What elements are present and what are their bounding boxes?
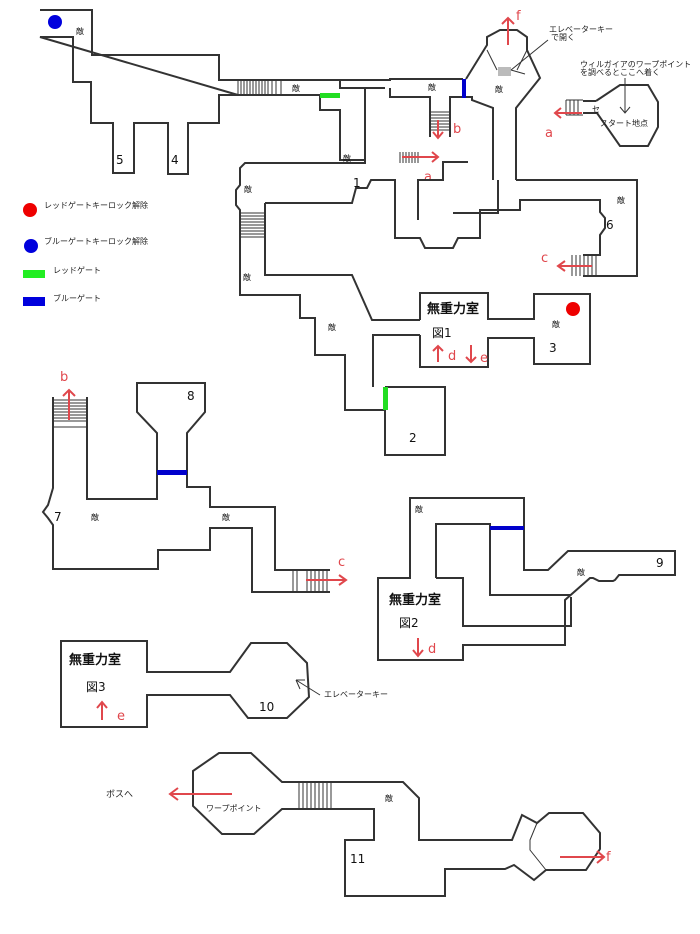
- elevator-lock: [498, 67, 511, 76]
- red-gate: [320, 93, 340, 98]
- connector-b-up: [62, 388, 76, 420]
- enemy-label: 敵: [244, 184, 252, 194]
- room-number-11: 11: [350, 852, 365, 866]
- room-number-7: 7: [54, 510, 62, 524]
- legend-label-blue-gate: ブルーゲート: [53, 293, 101, 303]
- section-room-10: [60, 640, 311, 728]
- start-point-label: スタート地点: [600, 118, 648, 128]
- connector-label-b: b: [453, 122, 461, 137]
- enemy-label: 敵: [91, 512, 99, 522]
- blue-key-marker: [48, 15, 62, 29]
- room-number-5: 5: [116, 153, 124, 167]
- connector-e-up: [96, 700, 108, 720]
- enemy-label: 敵: [577, 567, 585, 577]
- connector-label-a: a: [545, 126, 553, 141]
- room-number-8: 8: [187, 389, 195, 403]
- room-number-1: 1: [353, 176, 361, 190]
- enemy-label: 敵: [385, 793, 393, 803]
- room-number-3: 3: [549, 341, 557, 355]
- to-boss-label: ボスへ: [106, 789, 133, 800]
- enemy-label: 敵: [415, 504, 423, 514]
- warp-point-label: ワープポイント: [206, 804, 262, 813]
- connector-b-down: [432, 120, 444, 140]
- warp-note-line1: ウィルガイアのワープポイント: [580, 59, 691, 69]
- connector-label-a: a: [424, 170, 432, 185]
- enemy-label: 敵: [428, 82, 436, 92]
- red-key-marker: [566, 302, 580, 316]
- connector-d-up: [432, 344, 444, 362]
- room-number-2: 2: [409, 431, 417, 445]
- legend-blue-circle-icon: [24, 239, 38, 253]
- connector-a-right: [399, 151, 440, 163]
- start-room: [565, 84, 659, 147]
- save-point-label: セ: [592, 105, 600, 114]
- room-number-6: 6: [606, 218, 614, 232]
- connector-label-b: b: [60, 370, 68, 385]
- room-number-9: 9: [656, 556, 664, 570]
- enemy-label: 敵: [328, 322, 336, 332]
- zero-g-room-title-3: 無重力室: [69, 652, 121, 668]
- legend-label-red-key: レッドゲートキーロック解除: [44, 200, 148, 210]
- enemy-label: 敵: [243, 272, 251, 282]
- enemy-label: 敵: [222, 512, 230, 522]
- legend-label-blue-key: ブルーゲートキーロック解除: [44, 236, 148, 246]
- connector-c-right: [306, 574, 348, 586]
- connector-label-f: f: [606, 850, 611, 865]
- legend-blue-bar-icon: [23, 297, 45, 306]
- warp-pointer: [619, 78, 631, 114]
- zero-g-room-title-2: 無重力室: [389, 592, 441, 608]
- red-gate: [383, 387, 388, 410]
- legend: レッドゲートキーロック解除 ブルーゲートキーロック解除 レッドゲート ブルーゲー…: [23, 200, 148, 306]
- enemy-label: 敵: [76, 26, 84, 36]
- zero-g-figure-2: 図2: [399, 616, 419, 630]
- connector-e-down: [465, 345, 477, 364]
- legend-red-circle-icon: [23, 203, 37, 217]
- zero-g-room-title-1: 無重力室: [427, 301, 479, 317]
- connector-label-c: c: [541, 251, 548, 266]
- legend-label-red-gate: レッドゲート: [53, 265, 101, 275]
- blue-gate: [490, 526, 524, 530]
- elevator-note-line2: で開く: [551, 33, 575, 42]
- to-boss-arrow: [168, 787, 232, 801]
- zero-g-figure-3: 図3: [86, 680, 106, 694]
- legend-green-bar-icon: [23, 270, 45, 278]
- upper-corridor: [339, 78, 463, 161]
- connector-c-left: [556, 260, 592, 272]
- section-rooms-7-8: [41, 382, 330, 593]
- northwest-hall: [39, 9, 385, 175]
- room-number-10: 10: [259, 700, 274, 714]
- connector-d-down: [412, 638, 424, 658]
- section-room-11: [192, 752, 601, 897]
- connector-label-c: c: [338, 555, 345, 570]
- blue-gate: [462, 79, 466, 98]
- connector-f-right: [560, 850, 606, 864]
- enemy-label: 敵: [343, 153, 351, 163]
- connector-label-e: e: [117, 709, 125, 724]
- blue-gate: [157, 470, 187, 475]
- elevator-note-line1: エレベーターキー: [549, 25, 613, 34]
- warp-note-line2: を調べるとここへ着く: [580, 67, 660, 77]
- stairs-northwest: [237, 81, 282, 94]
- elevator-key-pointer: [295, 679, 321, 696]
- enemy-label: 敵: [495, 84, 503, 94]
- section-room-9: [377, 497, 676, 661]
- connector-label-f: f: [516, 9, 521, 24]
- room-number-4: 4: [171, 153, 179, 167]
- enemy-label: 敵: [552, 319, 560, 329]
- zero-g-figure-1: 図1: [432, 326, 452, 340]
- connector-label-d: d: [428, 642, 436, 657]
- connector-label-e: e: [480, 351, 488, 366]
- connector-a-left: [553, 107, 582, 119]
- enemy-label: 敵: [292, 83, 300, 93]
- elevator-pointer: [510, 39, 549, 75]
- enemy-label: 敵: [617, 195, 625, 205]
- elevator-key-label: エレベーターキー: [324, 690, 388, 699]
- elevator-room: [465, 29, 542, 180]
- connector-f-up: [501, 16, 515, 45]
- connector-label-d: d: [448, 349, 456, 364]
